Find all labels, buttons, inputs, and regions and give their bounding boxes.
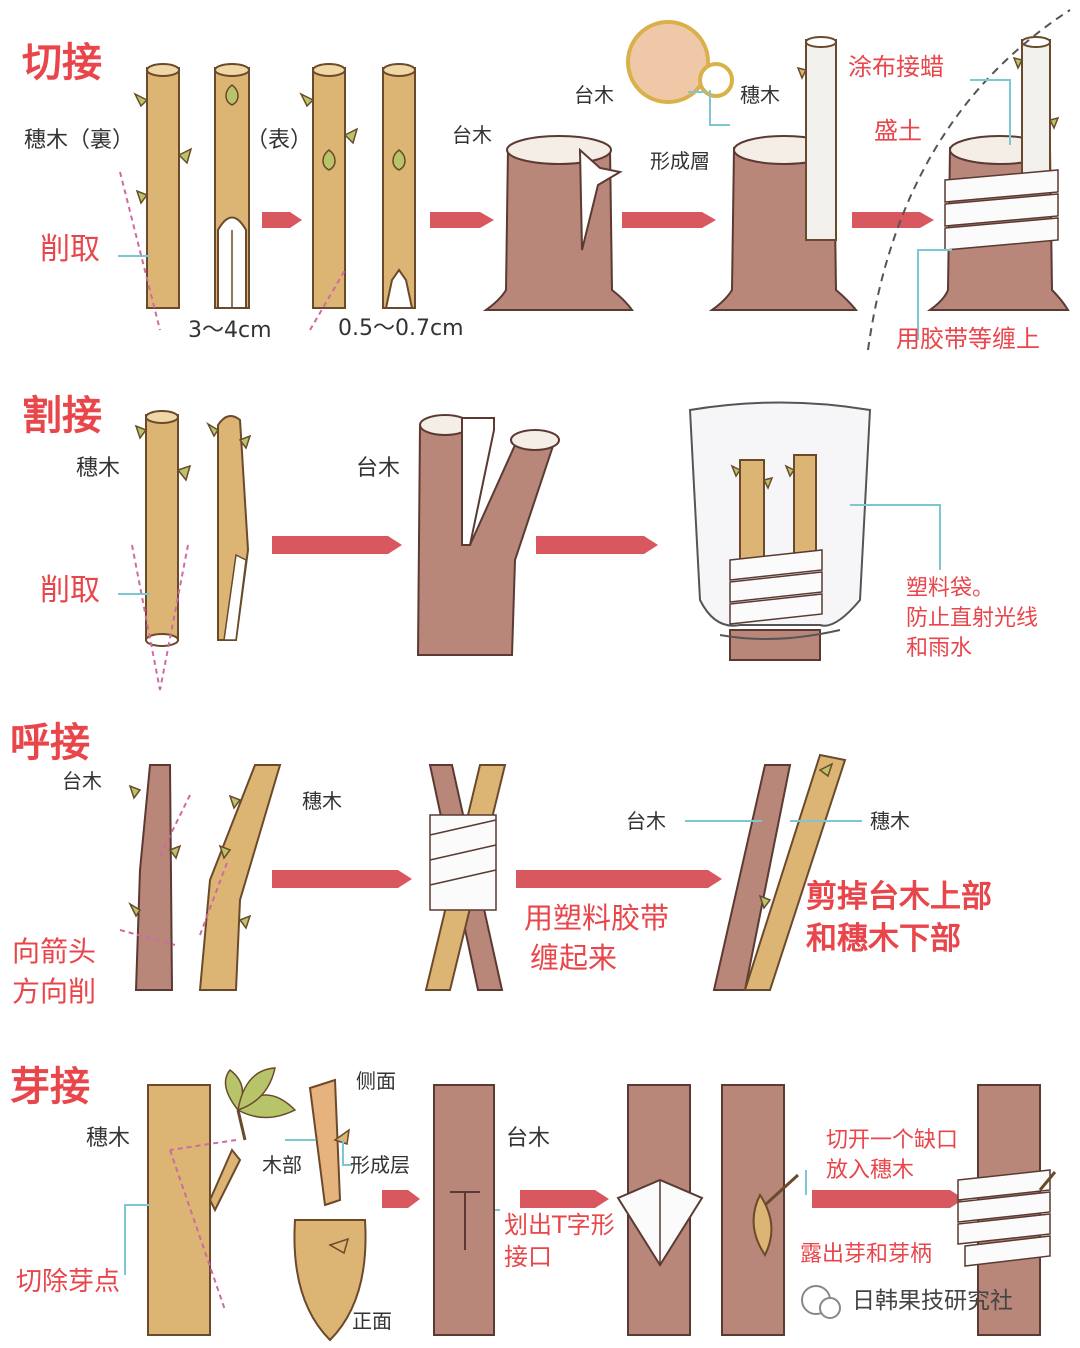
scion-stick	[146, 67, 180, 309]
label-scion-4: 穗木	[870, 809, 910, 833]
process-arrow	[516, 870, 722, 888]
label-shave: 削取	[40, 232, 100, 267]
watermark-text: 日韩果技研究社	[852, 1288, 1013, 1314]
bud-side-view	[308, 1078, 342, 1207]
rootstock-branch	[134, 764, 174, 991]
label-rootstock-5: 台木	[626, 809, 666, 833]
scion-branch	[147, 1084, 211, 1336]
wechat-icon	[801, 1285, 841, 1319]
label-scion-5: 穗木	[86, 1126, 131, 1151]
scion-stick	[805, 39, 837, 241]
label-cambium: 形成層	[650, 149, 710, 173]
process-arrow	[812, 1190, 964, 1208]
label-front-view: 正面	[352, 1309, 392, 1333]
label-wrap-2: 缠起来	[530, 941, 618, 975]
label-wood: 木部	[262, 1153, 302, 1177]
label-front: （表）	[246, 128, 313, 153]
label-rootstock-4: 台木	[62, 769, 102, 793]
section-approach-graft	[119, 753, 862, 991]
label-cambium-2: 形成层	[350, 1153, 410, 1177]
label-tape: 用胶带等缠上	[896, 325, 1040, 353]
label-side: 侧面	[356, 1069, 396, 1093]
label-remove-bud: 切除芽点	[16, 1267, 121, 1297]
title-bud-graft: 芽接	[10, 1064, 90, 1110]
label-bag-3: 和雨水	[906, 636, 973, 661]
scion-stick	[312, 67, 346, 309]
process-arrow	[430, 212, 494, 228]
label-t-cut-1: 划出T字形	[504, 1211, 615, 1239]
label-cut-1: 剪掉台木上部	[806, 879, 992, 915]
process-arrow	[262, 212, 302, 228]
title-approach-graft: 呼接	[10, 720, 90, 766]
label-rootstock-2: 台木	[574, 83, 614, 107]
label-bag-1: 塑料袋。	[906, 576, 995, 601]
section-cut-graft	[118, 9, 1071, 351]
label-wax: 涂布接蜡	[848, 53, 944, 81]
title-cleft-graft: 割接	[22, 393, 102, 439]
process-arrow	[520, 1190, 609, 1208]
label-arrow-2: 方向削	[12, 975, 97, 1008]
label-rootstock-6: 台木	[506, 1126, 551, 1151]
label-scion-2: 穗木	[740, 83, 780, 107]
tape-wrap	[429, 814, 497, 911]
title-cut-graft: 切接	[22, 40, 102, 86]
label-notch-1: 切开一个缺口	[826, 1128, 959, 1153]
label-length-2: 0.5～0.7cm	[338, 316, 464, 341]
label-expose: 露出芽和芽柄	[800, 1242, 933, 1267]
process-arrow	[272, 870, 412, 888]
section-bud-graft	[124, 1067, 1057, 1342]
label-soil: 盛土	[874, 117, 922, 145]
process-arrow	[852, 212, 934, 228]
section-cleft-graft	[118, 401, 941, 691]
scion-stick	[382, 67, 416, 309]
label-t-cut-2: 接口	[504, 1243, 552, 1271]
tape-wrap	[957, 1169, 1051, 1267]
process-arrow	[622, 212, 716, 228]
label-arrow-1: 向箭头	[12, 935, 97, 968]
label-rootstock-3: 台木	[356, 456, 401, 481]
label-bag-2: 防止直射光线	[906, 606, 1039, 631]
label-cut-2: 和穗木下部	[806, 921, 961, 957]
label-length-1: 3～4cm	[188, 318, 272, 343]
label-scion-back: 穗木（裏）	[24, 128, 135, 153]
process-arrow	[382, 1190, 420, 1208]
label-rootstock: 台木	[452, 123, 492, 147]
label-notch-2: 放入穗木	[826, 1158, 915, 1183]
scion-branch	[198, 764, 282, 991]
process-arrow	[272, 536, 402, 554]
process-arrow	[536, 536, 658, 554]
label-wrap-1: 用塑料胶带	[524, 901, 670, 935]
scion-stick	[145, 414, 179, 641]
label-scion: 穗木	[76, 456, 121, 481]
label-shave-2: 削取	[40, 573, 100, 608]
label-scion-3: 穗木	[302, 789, 342, 813]
tape-wrap	[944, 169, 1059, 251]
bud-front-view	[293, 1219, 367, 1342]
